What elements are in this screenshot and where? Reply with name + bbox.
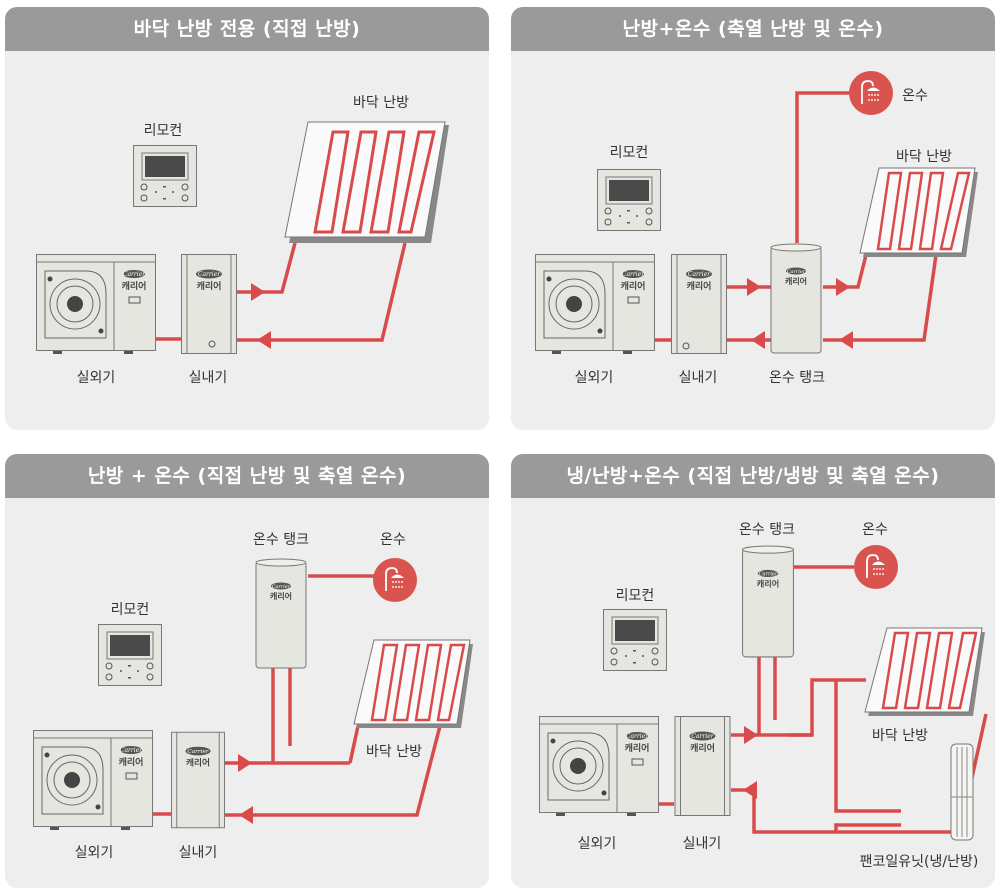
floor-heating-panel-icon [859,167,978,257]
diagram-storage-heating-hotwater: 리모컨 바닥 난방 온수 실외기 실내기 온수 탱크 [535,70,978,386]
label-outdoor: 실외기 [77,370,116,386]
indoor-unit-icon [171,731,225,829]
flow-arrow-icon [751,331,765,349]
gauge-icon [208,340,216,348]
label-outdoor: 실외기 [75,845,114,861]
label-remote: 리모컨 [111,602,150,618]
diagram-cooling-heating-hotwater: 리모컨 온수 탱크 온수 바닥 난방 팬코일유닛(냉/난방) 실외기 실내기 [539,522,988,870]
label-fancoil: 팬코일유닛(냉/난방) [860,854,979,870]
flow-arrow-icon [239,806,253,824]
floor-heating-panel-icon [353,639,473,728]
label-outdoor: 실외기 [575,370,614,386]
label-indoor: 실내기 [679,370,718,386]
water-tank-icon [255,558,307,669]
panel-title: 냉/난방+온수 (직접 난방/냉방 및 축열 온수) [511,454,995,498]
water-tank-icon [742,545,794,658]
panel-floor-heating-only: 바닥 난방 전용 (직접 난방) 리모컨 바닥 난방 실외기 실내기 [5,7,489,430]
remote-controller-icon [603,609,667,671]
label-floor: 바닥 난방 [353,95,409,111]
label-floor: 바닥 난방 [366,744,422,760]
label-tank: 온수 탱크 [739,522,795,538]
outdoor-unit-icon [33,730,153,831]
label-indoor: 실내기 [189,370,228,386]
flow-arrow-icon [257,331,271,349]
remote-controller-icon [98,624,162,686]
fan-coil-unit-icon [950,743,974,841]
indoor-unit-icon [181,254,237,354]
flow-arrow-icon [238,754,252,772]
label-remote: 리모컨 [616,588,655,604]
label-indoor: 실내기 [179,845,218,861]
indoor-unit-icon [674,716,731,816]
label-remote: 리모컨 [144,123,183,139]
flow-arrow-icon [836,278,850,296]
flow-arrow-icon [743,781,757,799]
panel-direct-heating-storage-hotwater: 난방 + 온수 (직접 난방 및 축열 온수) 리 [5,454,489,888]
panel-title: 난방+온수 (축열 난방 및 온수) [511,7,995,51]
flow-arrow-icon [744,726,758,744]
label-hotwater: 온수 [862,522,888,538]
floor-heating-panel-icon [864,627,985,716]
indoor-unit-icon [671,254,727,354]
label-remote: 리모컨 [610,145,649,161]
panel-storage-heating-hotwater: 난방+온수 (축열 난방 및 온수) [511,7,995,430]
floor-heating-panel-icon [284,121,449,243]
panel-title: 바닥 난방 전용 (직접 난방) [5,7,489,51]
shower-icon [853,544,899,590]
label-outdoor: 실외기 [578,836,617,852]
diagram-direct-heating-storage-hotwater: 리모컨 온수 탱크 온수 바닥 난방 실외기 실내기 [33,532,473,861]
gauge-icon [682,342,690,350]
label-tank: 온수 탱크 [769,370,825,386]
label-floor: 바닥 난방 [896,149,952,165]
flow-arrow-icon [839,331,853,349]
label-hotwater: 온수 [902,88,928,104]
outdoor-unit-icon [535,254,655,355]
water-tank-icon [770,243,822,354]
shower-icon [848,70,894,116]
shower-icon [372,557,418,603]
outdoor-unit-icon [36,254,156,355]
label-indoor: 실내기 [683,836,722,852]
label-hotwater: 온수 [380,532,406,548]
pipe-supply [236,242,297,294]
label-tank: 온수 탱크 [253,532,309,548]
remote-controller-icon [597,169,661,231]
panel-cooling-heating-hotwater: 냉/난방+온수 (직접 난방/냉방 및 축열 온수) [511,454,995,888]
panel-title: 난방 + 온수 (직접 난방 및 축열 온수) [5,454,489,498]
label-floor: 바닥 난방 [872,728,928,744]
remote-controller-icon [133,145,197,207]
flow-arrow-icon [251,283,265,301]
pipe-return [236,242,407,342]
outdoor-unit-icon [539,716,659,817]
flow-arrow-icon [747,278,761,296]
diagram-floor-heating-only: 리모컨 바닥 난방 실외기 실내기 [36,95,449,386]
